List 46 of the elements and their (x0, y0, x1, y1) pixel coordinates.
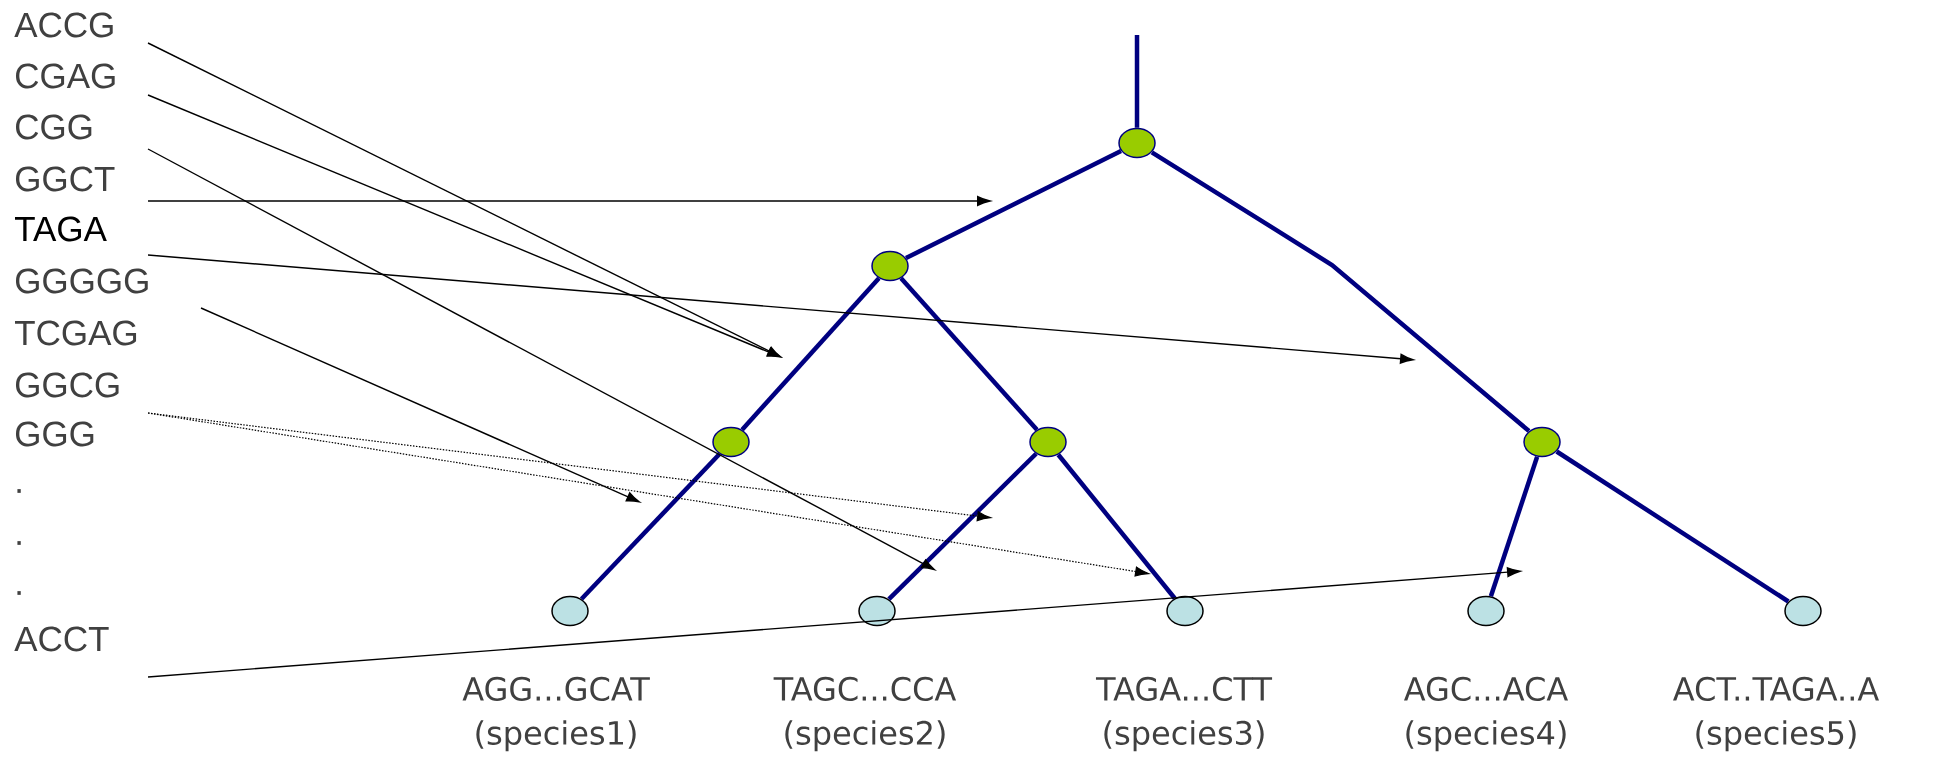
species-label: AGG...GCAT (species1) (462, 676, 650, 752)
sequence-text: TCGAG (15, 320, 137, 346)
sequence-text: . (17, 541, 21, 545)
arrow (147, 195, 991, 207)
tree-branch (1488, 456, 1540, 597)
sequence-text: . (17, 591, 21, 595)
species-label: ACT..TAGA..A (species5) (1673, 676, 1879, 752)
tree-branch (899, 276, 1039, 432)
arrow (147, 42, 781, 358)
arrow (147, 254, 1414, 364)
sequence-text: GGGGG (16, 268, 148, 294)
tree-branch (1555, 449, 1790, 604)
tree-branch (905, 148, 1123, 261)
sequence-text: GGCG (16, 372, 119, 398)
leaf-node (551, 595, 589, 627)
leaf-node (1166, 595, 1204, 627)
sequence-text: CGG (16, 114, 92, 140)
tree-branch (1134, 35, 1140, 128)
arrow (147, 567, 1521, 678)
species-label: TAGC...CCA (species2) (773, 676, 957, 752)
leaf-node (1784, 595, 1822, 627)
sequence-text: ACCG (14, 12, 113, 38)
tree-branch (1150, 150, 1531, 433)
arrow (147, 412, 1149, 577)
leaf-node (858, 595, 896, 627)
sequence-text: CGAG (16, 63, 115, 89)
internal-node (712, 426, 750, 458)
tree-branch (579, 452, 722, 601)
tree-branch (1056, 453, 1177, 600)
sequence-text: ACCT (14, 626, 109, 652)
tree-branch (740, 276, 881, 432)
sequence-text: . (17, 489, 21, 493)
sequence-text: TAGA (15, 216, 107, 242)
leaf-node (1467, 595, 1505, 627)
species-label: TAGA...CTT (species3) (1095, 676, 1273, 752)
arrow (147, 148, 935, 571)
internal-node (871, 250, 909, 282)
tree-branch (887, 452, 1038, 601)
internal-node (1029, 426, 1067, 458)
arrow (200, 307, 640, 503)
sequence-text: GGG (16, 421, 94, 447)
sequence-text: GGCT (16, 166, 115, 192)
internal-node (1118, 127, 1156, 159)
arrow (147, 94, 781, 358)
internal-node (1523, 426, 1561, 458)
species-label: AGC...ACA (species4) (1404, 676, 1568, 752)
